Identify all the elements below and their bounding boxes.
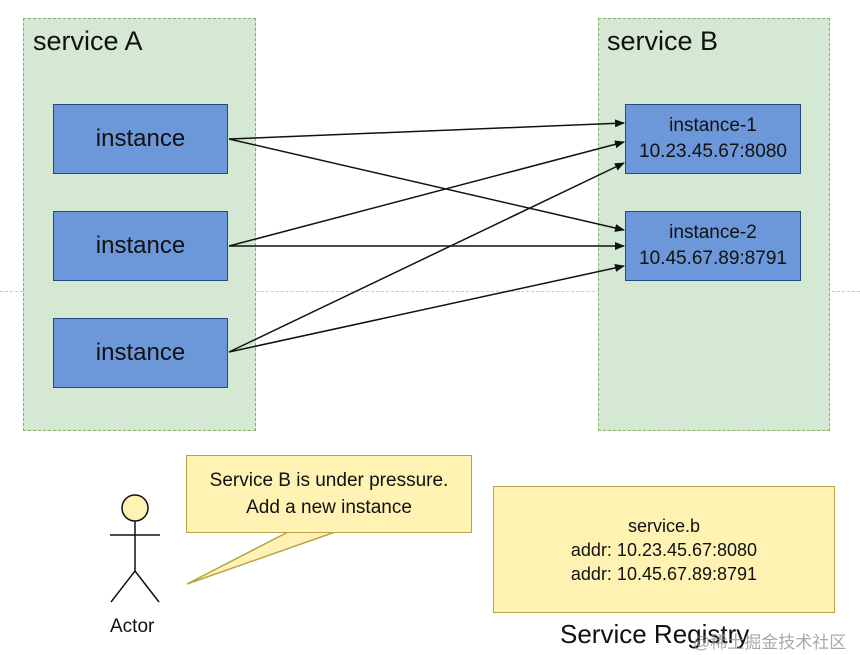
service-b-instance-1[interactable]: instance-1 10.23.45.67:8080 bbox=[625, 104, 801, 174]
instance-2-name: instance-2 bbox=[669, 222, 757, 243]
registry-service-name: service.b bbox=[627, 515, 701, 536]
service-a-title: service A bbox=[33, 26, 143, 56]
instance-1-name: instance-1 bbox=[669, 115, 757, 136]
instance-2-addr: 10.45.67.89:8791 bbox=[639, 248, 787, 269]
service-b-title: service B bbox=[607, 26, 719, 56]
arrow-a1-to-b1 bbox=[228, 119, 625, 140]
speech-bubble-line-2: Add a new instance bbox=[246, 497, 412, 518]
arrow-a3-to-b2 bbox=[228, 264, 625, 353]
registry-caption: Service Registry bbox=[560, 619, 750, 649]
actor-label: Actor bbox=[110, 616, 155, 637]
service-b-instance-2[interactable]: instance-2 10.45.67.89:8791 bbox=[625, 211, 801, 281]
instance-1-addr: 10.23.45.67:8080 bbox=[639, 141, 787, 162]
speech-bubble-tail bbox=[186, 530, 339, 585]
section-divider bbox=[0, 291, 860, 292]
arrow-a1-to-b2 bbox=[228, 138, 625, 232]
service-a-instance-3[interactable]: instance bbox=[53, 318, 228, 388]
speech-bubble: Service B is under pressure. Add a new i… bbox=[186, 455, 472, 533]
arrow-a3-to-b1 bbox=[228, 162, 625, 353]
arrow-a2-to-b1 bbox=[228, 140, 625, 247]
registry-entry-1: addr: 10.23.45.67:8080 bbox=[570, 539, 758, 560]
service-a-instance-2[interactable]: instance bbox=[53, 211, 228, 281]
actor-right-leg bbox=[134, 570, 160, 603]
actor-left-leg bbox=[110, 570, 136, 603]
service-a-instance-1[interactable]: instance bbox=[53, 104, 228, 174]
registry-entry-2: addr: 10.45.67.89:8791 bbox=[570, 563, 758, 584]
speech-bubble-seam bbox=[292, 529, 336, 532]
service-registry-box: service.b addr: 10.23.45.67:8080 addr: 1… bbox=[493, 486, 835, 613]
actor-head bbox=[121, 494, 149, 522]
actor-figure bbox=[110, 494, 160, 603]
watermark: @稀土掘金技术社区 bbox=[693, 633, 847, 652]
speech-bubble-line-1: Service B is under pressure. bbox=[209, 470, 449, 491]
